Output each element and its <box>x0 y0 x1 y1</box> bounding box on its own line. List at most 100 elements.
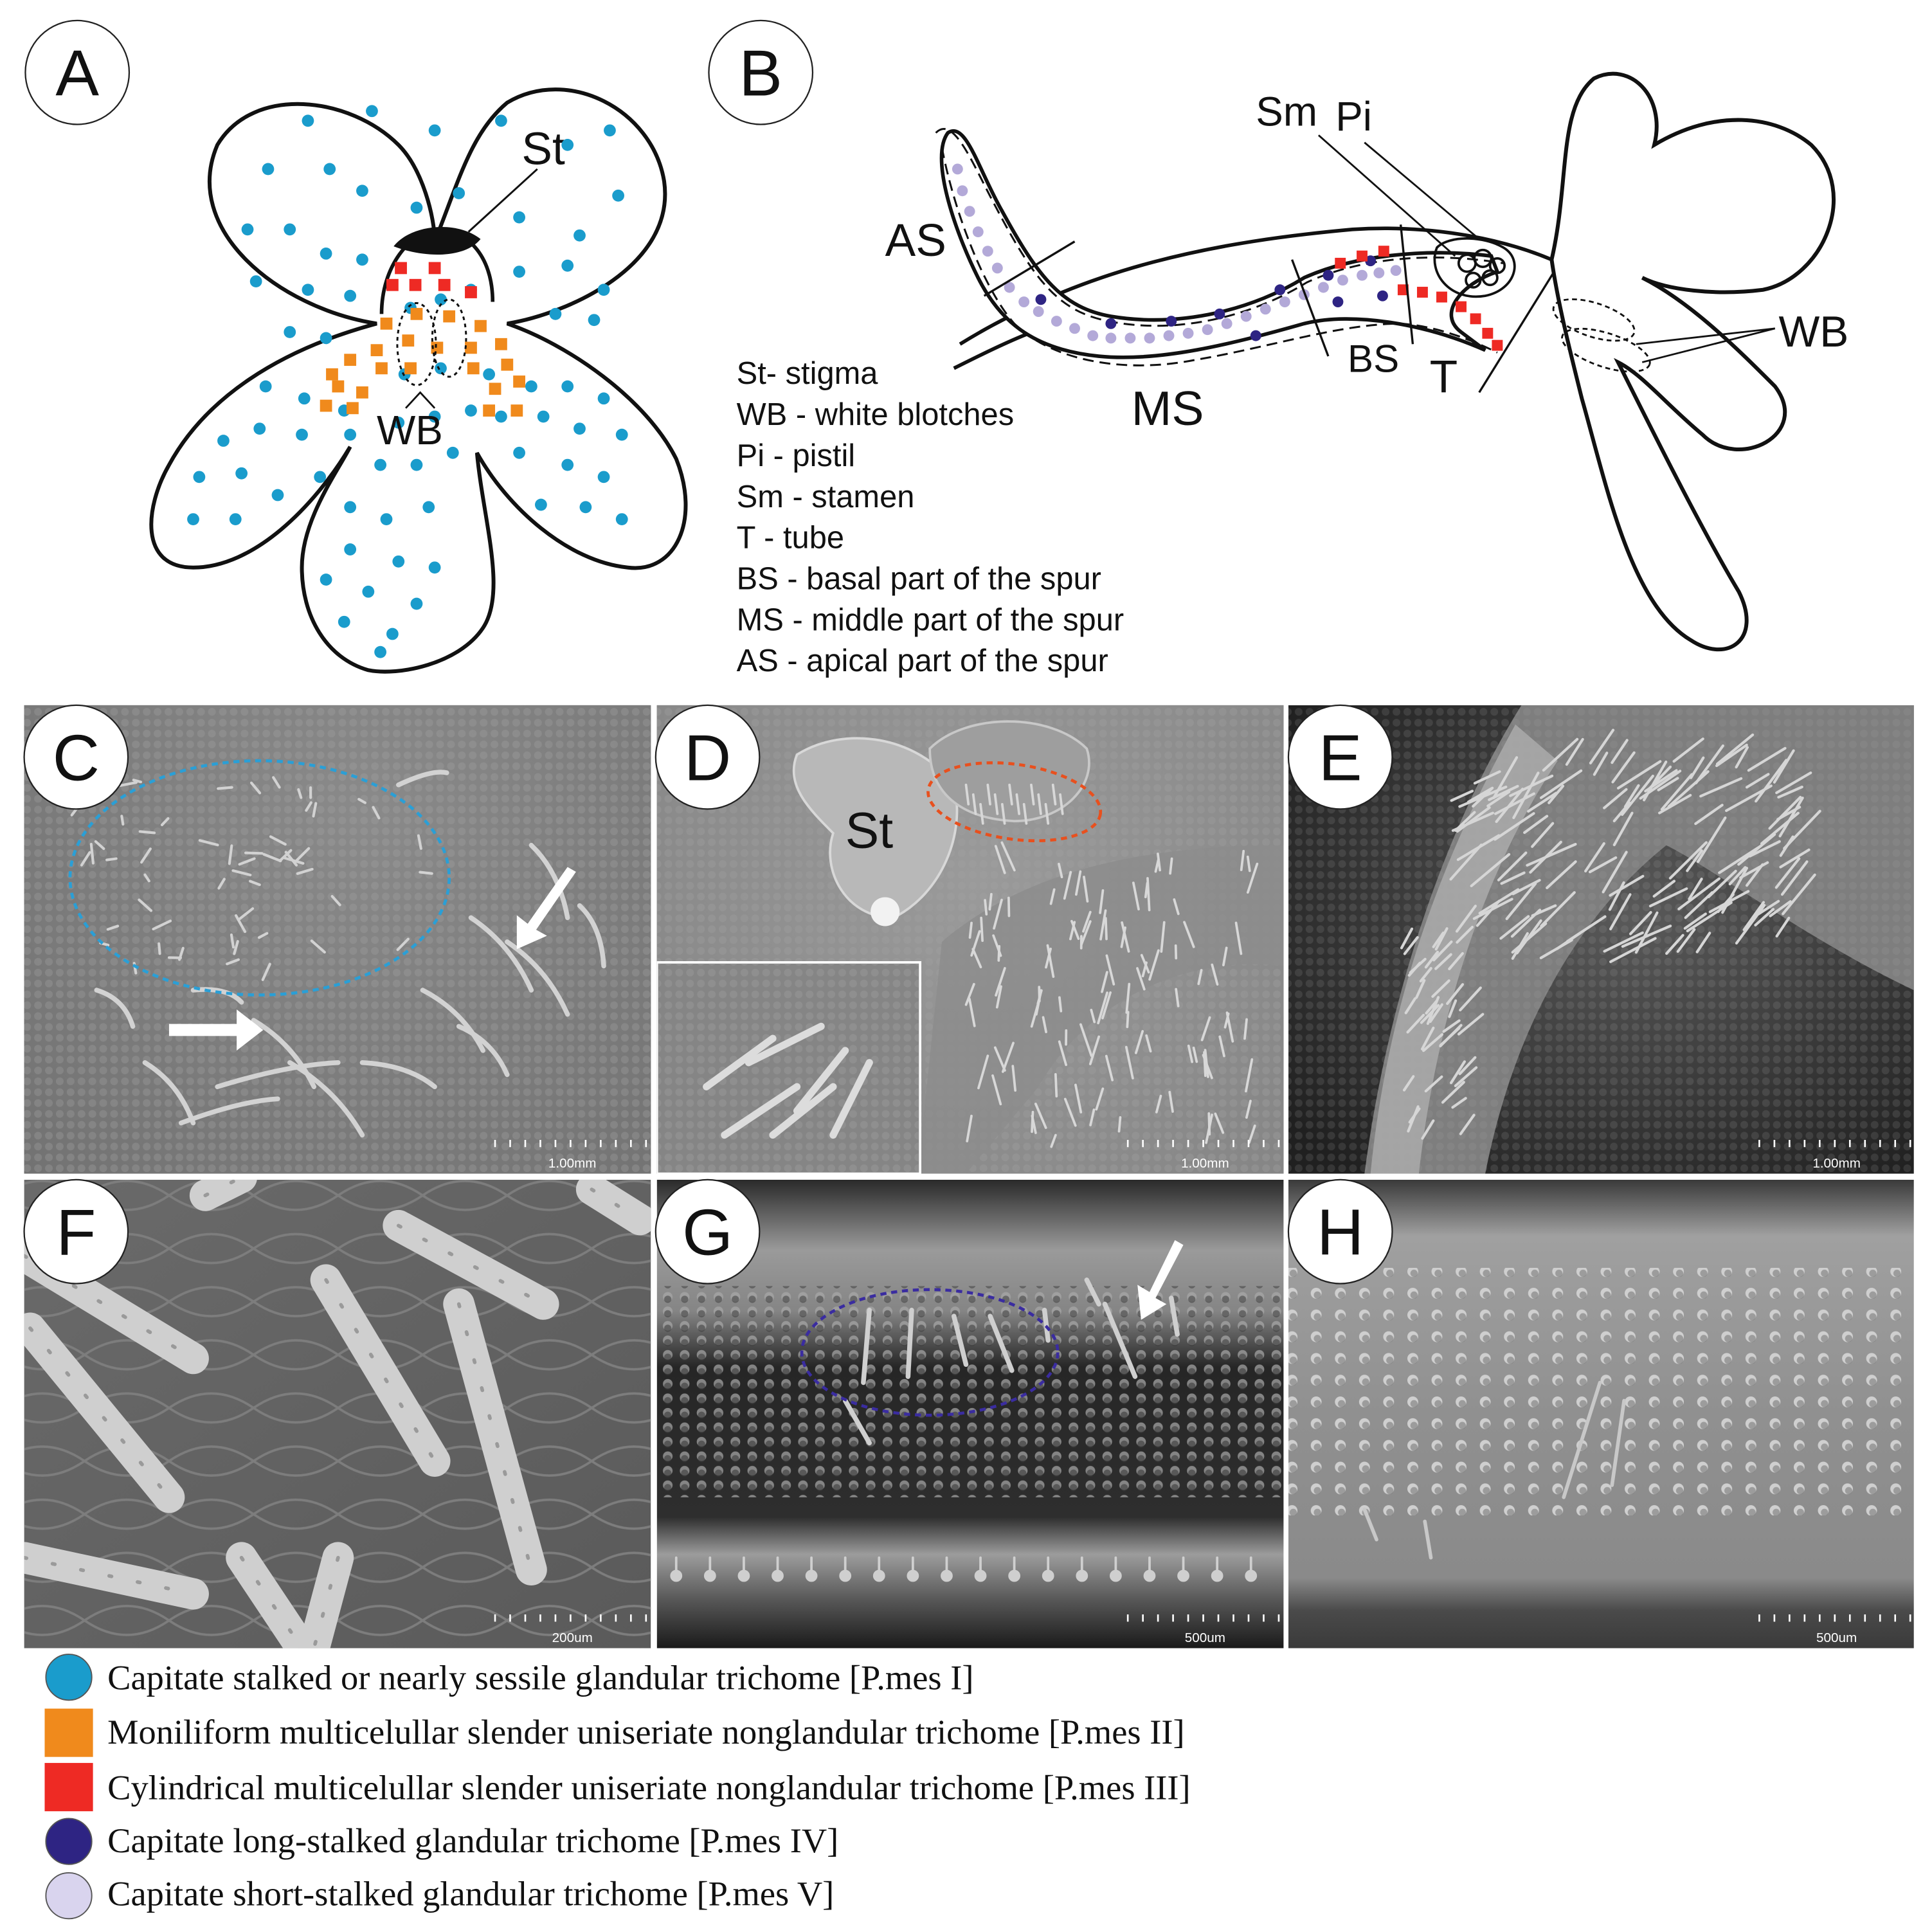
type-i-dot <box>513 446 525 459</box>
panel-a-flower-diagram: St WB <box>149 87 688 674</box>
trichome <box>1088 1035 1101 1065</box>
abbr-item: BS - basal part of the spur <box>737 562 1101 597</box>
label-t: T <box>1430 351 1458 402</box>
trichomes-c <box>70 770 606 1138</box>
panel-letter-e: E <box>1287 704 1393 810</box>
trichome <box>1754 908 1775 926</box>
trichome <box>1175 988 1180 1007</box>
trichome <box>1667 770 1710 808</box>
short-trichome <box>116 781 138 788</box>
type-i-dot <box>217 435 230 447</box>
trichome <box>1459 986 1482 1012</box>
inset-trichome <box>703 1034 777 1090</box>
type-i-dot <box>428 124 441 137</box>
trichome <box>1755 759 1788 803</box>
short-trichome <box>106 925 120 931</box>
short-trichome <box>177 946 185 961</box>
type-iii-squares-b <box>1335 246 1503 351</box>
trichome <box>1432 940 1453 962</box>
abbr-item: Sm - stamen <box>737 480 915 514</box>
type-i-dot <box>262 163 275 176</box>
trichome <box>1540 769 1583 799</box>
short-trichome <box>261 962 271 982</box>
trichome <box>1148 949 1160 981</box>
bs-boundary <box>1399 224 1414 345</box>
type-ii-squares <box>320 307 525 417</box>
wb-leader <box>405 391 436 409</box>
trichome <box>1402 1075 1415 1092</box>
droplet <box>871 897 900 926</box>
panel-letter-h: H <box>1287 1178 1393 1285</box>
trichome <box>1140 953 1150 974</box>
trichome <box>1419 967 1432 983</box>
trichome <box>1688 878 1703 901</box>
trichome <box>1117 1116 1122 1133</box>
trichome <box>1602 851 1628 894</box>
short-trichome <box>231 869 252 877</box>
gland-head <box>1143 1569 1156 1582</box>
trichome <box>1097 991 1108 1025</box>
trichome <box>1051 783 1057 806</box>
type-i-dot <box>579 501 592 514</box>
trichome <box>1609 874 1645 897</box>
type-ii-square <box>510 404 523 417</box>
type-v-dot <box>1163 330 1175 341</box>
gland-head <box>839 1569 852 1582</box>
type-ii-square <box>356 386 368 399</box>
trichome <box>1011 1065 1017 1092</box>
short-trichome <box>230 933 235 949</box>
panel-letter-c: C <box>23 704 129 810</box>
type-i-dot <box>392 555 405 568</box>
trichome <box>1063 871 1072 900</box>
trichome <box>1611 739 1629 764</box>
short-trichome <box>143 873 150 883</box>
type-ii-square <box>380 317 393 330</box>
trichome <box>1476 899 1501 927</box>
trichomes-d <box>964 783 1259 1148</box>
type-ii-square <box>375 362 388 375</box>
trichome <box>1686 849 1703 872</box>
trichome <box>1555 932 1582 950</box>
trichome <box>1621 925 1672 948</box>
wb-leader-b <box>1636 327 1776 363</box>
short-trichome <box>238 857 256 866</box>
type-i-dot <box>241 223 254 236</box>
legend-swatch <box>44 1763 93 1812</box>
trichome <box>1063 1097 1077 1127</box>
inset-trichome <box>745 1022 825 1067</box>
trichome <box>1523 815 1549 835</box>
type-i-dot <box>320 332 332 345</box>
type-v-dot <box>1221 318 1232 329</box>
panel-d-micrograph: St <box>656 705 1284 1174</box>
trichome <box>1042 1016 1047 1034</box>
trichome <box>1593 752 1609 776</box>
long-trichome <box>94 988 136 1029</box>
trichome <box>1050 1133 1057 1148</box>
ellipse-c <box>68 759 451 997</box>
trichome <box>977 1054 989 1090</box>
trichome <box>1248 1124 1256 1144</box>
trichome <box>1183 921 1195 948</box>
trichome <box>1652 880 1676 898</box>
type-v-dot <box>1357 269 1368 281</box>
trichome <box>1243 1018 1248 1040</box>
sm-leader <box>1317 134 1456 257</box>
inset-d <box>656 961 922 1174</box>
panel-f-micrograph <box>24 1179 651 1648</box>
type-i-dot <box>561 259 574 272</box>
short-trichome <box>272 776 281 789</box>
trichome <box>1200 1016 1211 1042</box>
trichome <box>1442 1019 1461 1033</box>
trichome <box>1000 841 1016 872</box>
trichome <box>1058 1040 1068 1067</box>
type-i-dot <box>597 392 610 405</box>
panel-e-micrograph <box>1288 705 1914 1174</box>
short-trichome <box>296 867 314 875</box>
type-ii-square <box>474 320 487 332</box>
trichome <box>1246 855 1251 872</box>
type-iii-square <box>1456 301 1467 312</box>
short-trichome <box>295 847 311 862</box>
trichome <box>993 898 1003 930</box>
trichome <box>1169 857 1173 875</box>
type-i-dot <box>366 105 378 118</box>
